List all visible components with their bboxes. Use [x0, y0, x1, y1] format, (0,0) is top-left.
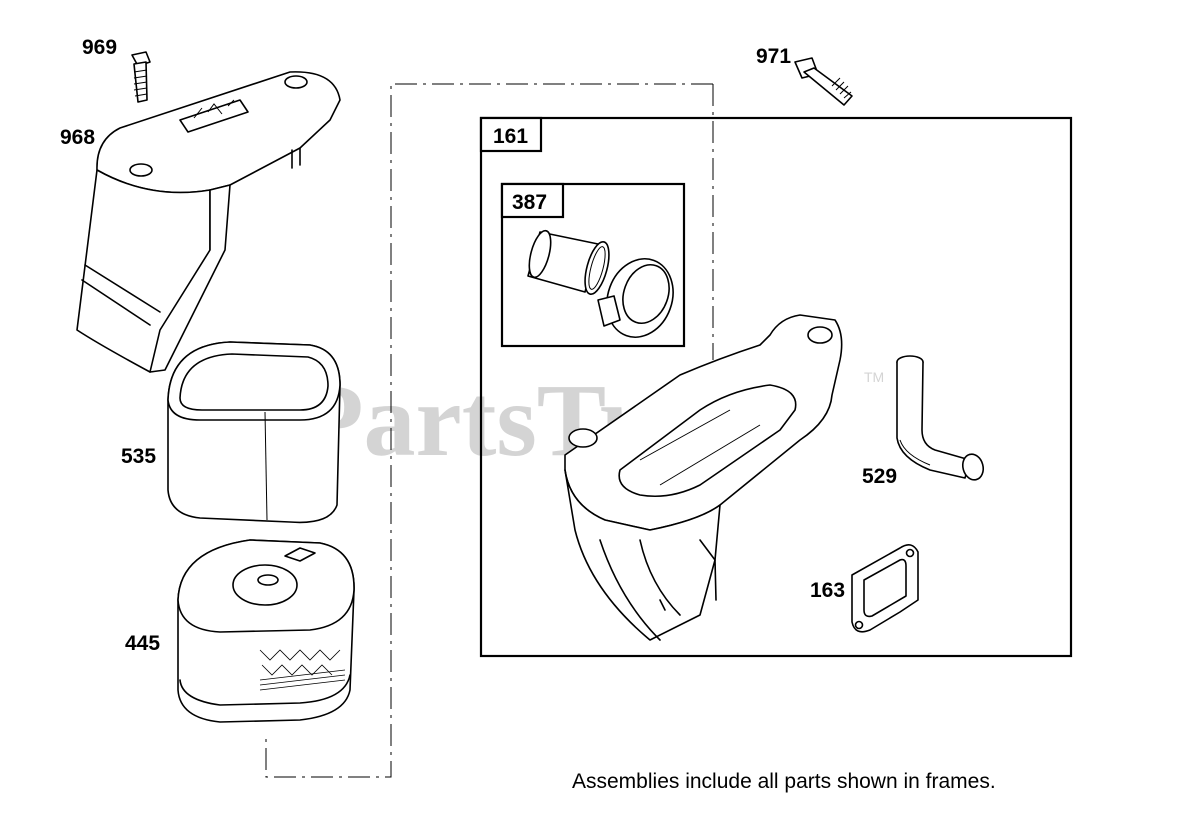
frame-387: 387	[500, 182, 686, 348]
label-529: 529	[862, 465, 897, 488]
tube-part	[527, 229, 610, 296]
label-968: 968	[60, 126, 95, 149]
label-161: 161	[493, 125, 528, 148]
assembly-leader-line	[265, 83, 713, 778]
label-535: 535	[121, 445, 156, 468]
elbow-529	[896, 355, 985, 481]
label-445: 445	[125, 632, 160, 655]
label-387: 387	[512, 191, 547, 214]
ring-part	[597, 258, 674, 338]
watermark-trademark: TM	[864, 369, 884, 385]
label-971: 971	[756, 45, 791, 68]
screw-969	[131, 51, 151, 103]
base-assembly-161	[564, 314, 843, 641]
prefilter-535	[167, 341, 341, 524]
cover-968	[76, 71, 341, 373]
filter-445	[177, 539, 355, 723]
gasket-163	[851, 544, 919, 633]
bolt-971	[794, 57, 853, 106]
assemblies-note: Assemblies include all parts shown in fr…	[572, 770, 996, 793]
label-969: 969	[82, 36, 117, 59]
label-163: 163	[810, 579, 845, 602]
frame-161: 161	[479, 116, 1073, 658]
